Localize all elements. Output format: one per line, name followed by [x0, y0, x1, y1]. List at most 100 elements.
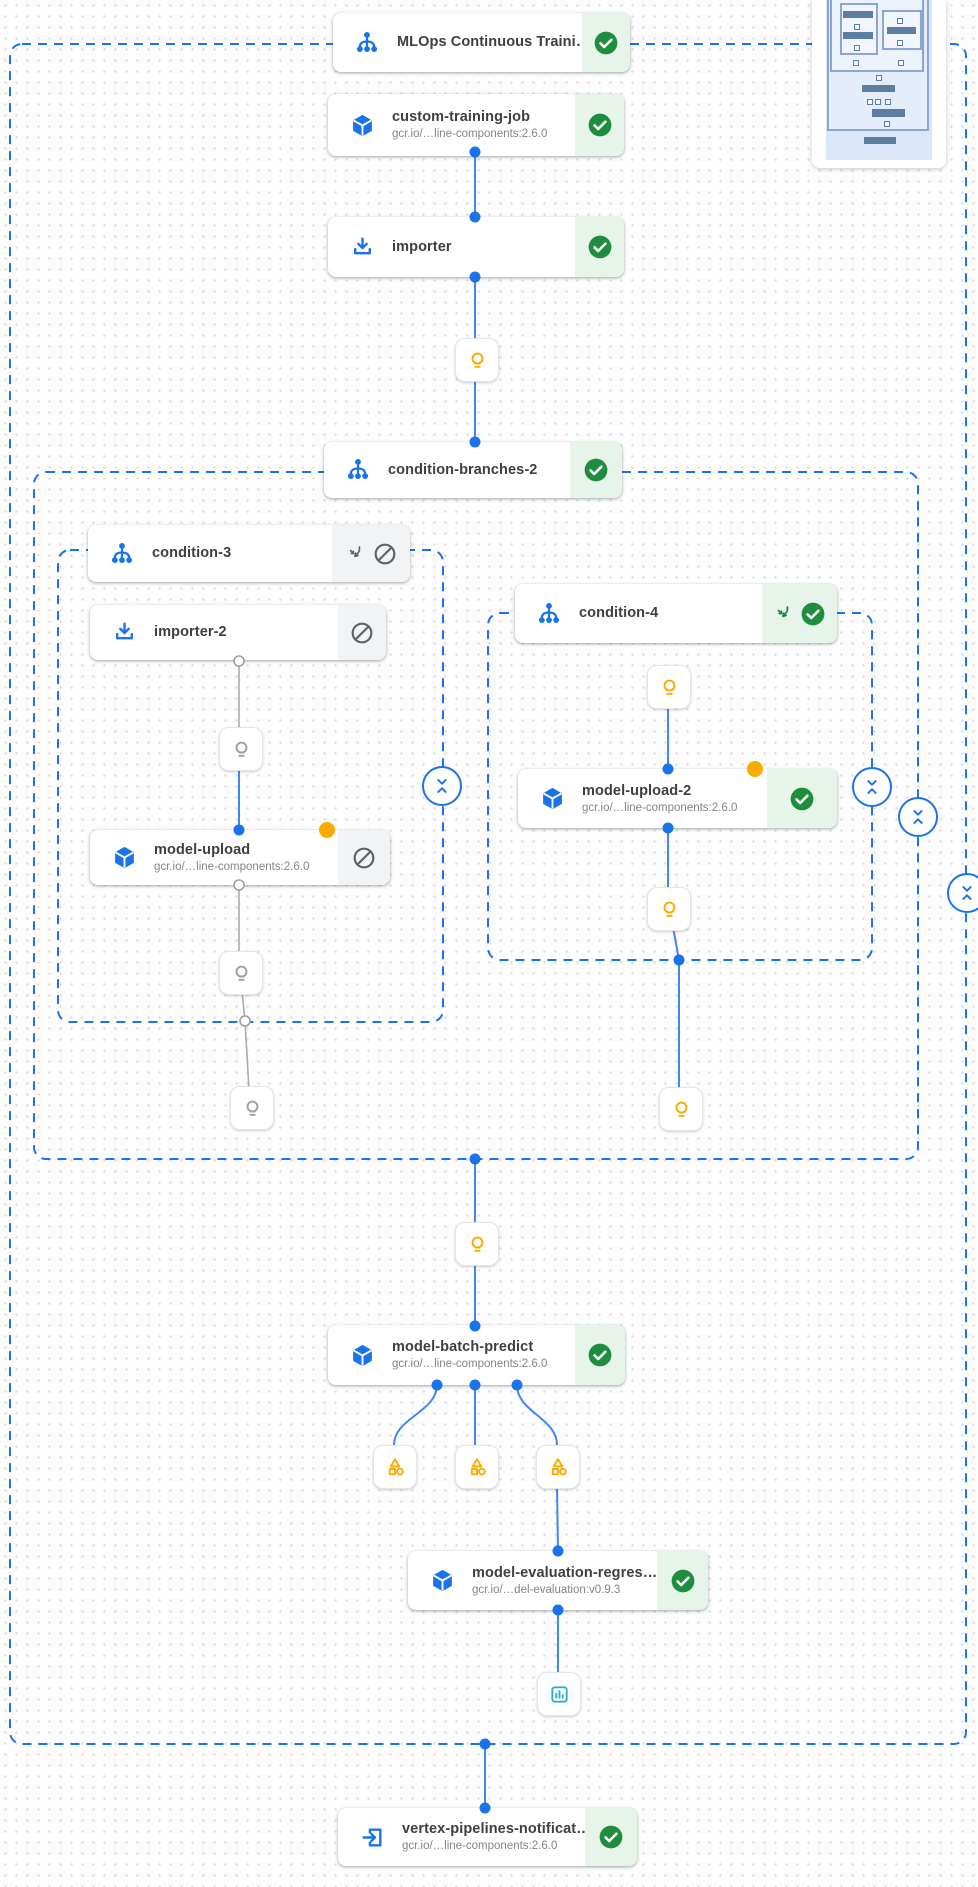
lightbulb-icon: [675, 1101, 687, 1117]
node-model-upload[interactable]: model-upload gcr.io/…line-components:2.6…: [90, 822, 390, 885]
caching-dot: [747, 761, 763, 777]
node-importer-2[interactable]: importer-2: [90, 605, 386, 660]
import-icon: [111, 620, 137, 646]
collapse-icon: [913, 810, 923, 824]
cube-icon: [111, 845, 137, 871]
artifact-card[interactable]: [647, 665, 691, 709]
node-mlops-pipeline[interactable]: MLOps Continuous Traini…: [333, 13, 630, 72]
collapse-group-button[interactable]: [898, 797, 938, 837]
check-circle-icon: [594, 31, 618, 54]
node-custom-training-job[interactable]: custom-training-job gcr.io/…line-compone…: [328, 94, 624, 156]
caching-dot: [319, 822, 335, 838]
node-title: condition-branches-2: [388, 461, 538, 478]
status-succeeded: [762, 584, 837, 643]
minimap-node-bar: [872, 109, 905, 117]
node-text: model-evaluation-regres… gcr.io/…del-eva…: [472, 1564, 657, 1598]
node-subtitle: gcr.io/…line-components:2.6.0: [392, 1358, 548, 1371]
metrics-artifact-card[interactable]: [536, 1445, 580, 1489]
cube-icon: [429, 1568, 455, 1594]
node-condition-4[interactable]: condition-4: [515, 584, 837, 643]
minimap[interactable]: [826, 0, 932, 160]
cube-icon: [349, 1342, 375, 1368]
cube-icon: [539, 786, 565, 812]
minimap-node-bar: [864, 137, 896, 144]
node-title: vertex-pipelines-notificat…: [402, 1821, 591, 1838]
node-condition-3[interactable]: condition-3: [88, 525, 410, 582]
artifact-card[interactable]: [647, 887, 691, 931]
minimap-artifact-square: [875, 99, 881, 105]
node-text: importer-2: [154, 623, 227, 641]
merge-branch-icon: [777, 606, 789, 618]
artifact-card[interactable]: [455, 338, 499, 382]
node-title: MLOps Continuous Traini…: [397, 34, 591, 51]
lightbulb-icon: [663, 901, 675, 917]
minimap-node-bar: [843, 11, 873, 18]
status-succeeded: [575, 217, 624, 277]
check-circle-icon: [584, 458, 608, 482]
node-importer[interactable]: importer: [328, 217, 624, 277]
lightbulb-icon: [471, 1236, 483, 1252]
metrics-icon: [388, 1458, 404, 1476]
status-succeeded: [767, 769, 837, 828]
node-text: condition-3: [152, 544, 231, 562]
node-condition-branches-2[interactable]: condition-branches-2: [324, 442, 622, 498]
collapse-icon: [867, 780, 877, 794]
artifact-card[interactable]: [659, 1087, 703, 1131]
artifact-card[interactable]: [455, 1222, 499, 1266]
status-succeeded: [585, 1808, 637, 1866]
import-icon: [349, 234, 375, 260]
check-circle-icon: [599, 1825, 623, 1849]
node-vertex-pipelines-notification[interactable]: vertex-pipelines-notificat… gcr.io/…line…: [338, 1808, 637, 1866]
minimap-panel[interactable]: [812, 0, 946, 168]
collapse-group-button[interactable]: [422, 766, 462, 806]
check-circle-icon: [801, 602, 825, 625]
node-text: model-upload gcr.io/…line-components:2.6…: [154, 841, 309, 875]
status-succeeded: [570, 442, 622, 498]
collapse-group-button[interactable]: [947, 873, 978, 913]
node-text: vertex-pipelines-notificat… gcr.io/…line…: [402, 1820, 591, 1854]
status-succeeded: [575, 94, 624, 156]
node-text: model-batch-predict gcr.io/…line-compone…: [392, 1338, 547, 1372]
metrics-artifact-card[interactable]: [455, 1445, 499, 1489]
node-title: importer: [392, 238, 452, 255]
node-model-evaluation-regression[interactable]: model-evaluation-regres… gcr.io/…del-eva…: [408, 1551, 708, 1610]
lightbulb-icon: [246, 1100, 258, 1116]
evaluation-chart-card[interactable]: [537, 1672, 581, 1716]
artifact-card[interactable]: [230, 1086, 274, 1130]
minimap-artifact-square: [876, 75, 882, 81]
node-text: custom-training-job gcr.io/…line-compone…: [392, 108, 547, 142]
minimap-node-bar: [862, 85, 895, 92]
pipeline-icon: [536, 601, 562, 627]
node-title: model-evaluation-regres…: [472, 1564, 658, 1581]
minimap-artifact-square: [854, 24, 860, 30]
pipeline-icon: [345, 457, 371, 483]
minimap-node-bar: [887, 27, 916, 34]
node-subtitle: gcr.io/…line-components:2.6.0: [392, 128, 548, 141]
lightbulb-icon: [235, 965, 247, 981]
pipeline-icon: [354, 30, 380, 56]
status-skipped: [338, 830, 390, 885]
minimap-artifact-square: [897, 18, 903, 24]
artifact-card[interactable]: [219, 727, 263, 771]
metrics-artifact-card[interactable]: [373, 1445, 417, 1489]
status-skipped: [332, 525, 410, 582]
minimap-node-bar: [843, 32, 873, 39]
minimap-artifact-square: [897, 40, 903, 46]
collapse-icon: [437, 779, 447, 793]
node-title: model-batch-predict: [392, 1339, 534, 1356]
artifact-card[interactable]: [219, 951, 263, 995]
node-subtitle: gcr.io/…line-components:2.6.0: [154, 860, 310, 873]
node-text: model-upload-2 gcr.io/…line-components:2…: [582, 782, 737, 816]
node-model-upload-2[interactable]: model-upload-2 gcr.io/…line-components:2…: [518, 761, 837, 828]
node-subtitle: gcr.io/…line-components:2.6.0: [402, 1840, 558, 1853]
node-model-batch-predict[interactable]: model-batch-predict gcr.io/…line-compone…: [328, 1325, 625, 1385]
skipped-icon: [374, 543, 395, 564]
collapse-group-button[interactable]: [852, 767, 892, 807]
check-circle-icon: [588, 113, 611, 137]
pipeline-icon: [109, 541, 135, 567]
group-pipeline-border: [9, 43, 967, 1745]
status-succeeded: [582, 13, 630, 72]
node-text: importer: [392, 238, 452, 256]
node-text: MLOps Continuous Traini…: [397, 33, 590, 51]
